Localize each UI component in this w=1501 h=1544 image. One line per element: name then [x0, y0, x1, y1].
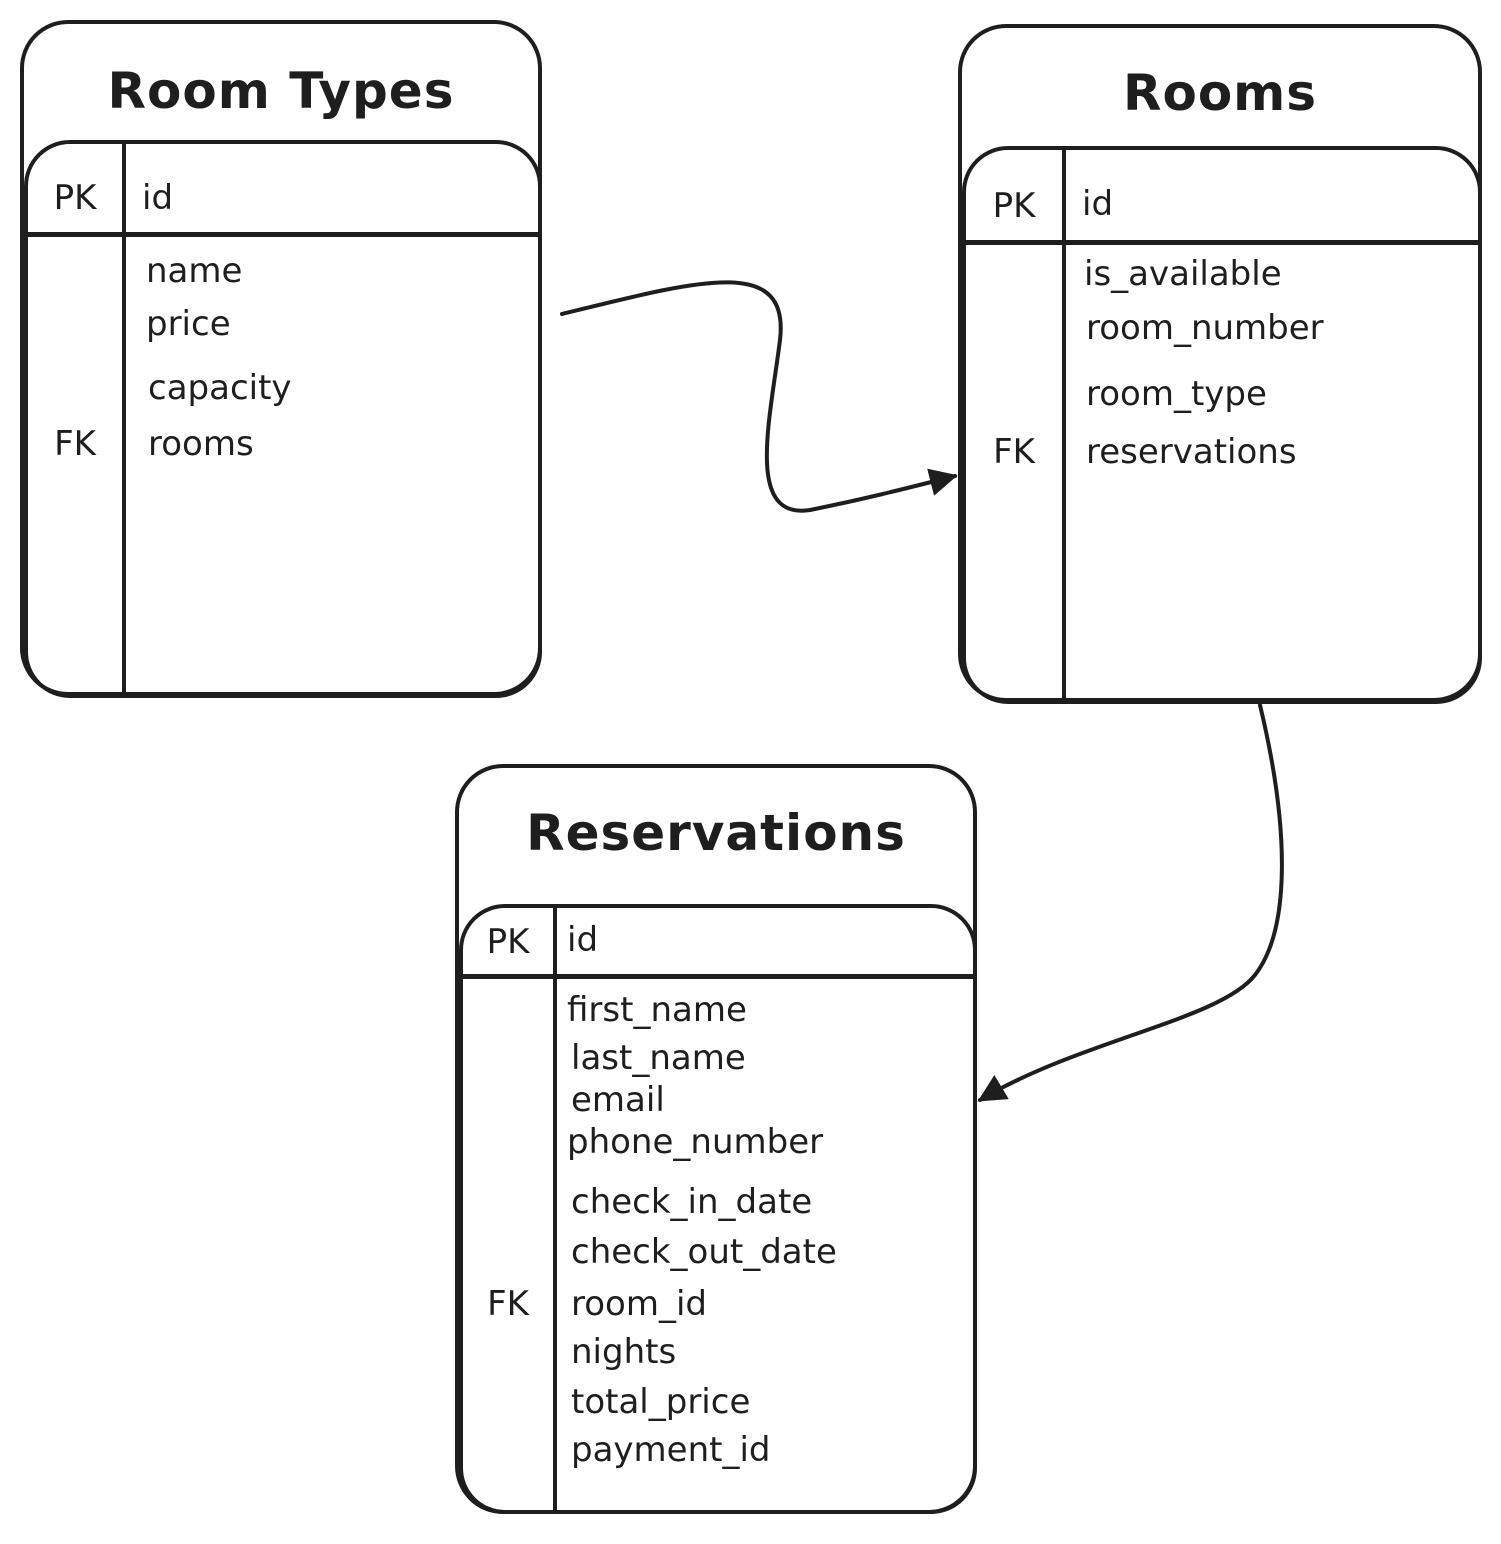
pk-separator	[463, 974, 973, 979]
pk-label: PK	[992, 186, 1036, 226]
table-columns-box: PK id first_name last_name email phone_n…	[459, 904, 977, 1514]
pk-field: id	[1082, 184, 1114, 224]
field-nights: nights	[571, 1332, 677, 1372]
pk-label: PK	[53, 178, 97, 218]
fk-label: FK	[993, 432, 1035, 472]
connector-rooms-to-reservations[interactable]	[977, 703, 1284, 1102]
field-check-in-date: check_in_date	[571, 1182, 813, 1222]
fk-label: FK	[54, 424, 96, 464]
pk-field: id	[567, 920, 599, 960]
table-rooms[interactable]: Rooms PK id is_available room_number roo…	[958, 24, 1482, 704]
field-check-out-date: check_out_date	[571, 1232, 837, 1272]
table-columns-box: PK id name price capacity FK rooms	[24, 140, 542, 698]
column-divider	[122, 144, 126, 694]
field-room-number: room_number	[1086, 308, 1324, 348]
table-room-types[interactable]: Room Types PK id name price capacity FK …	[20, 20, 542, 698]
field-capacity: capacity	[148, 368, 292, 408]
column-divider	[1062, 150, 1066, 700]
field-price: price	[146, 304, 231, 344]
table-title: Rooms	[1122, 64, 1318, 122]
fk-label: FK	[487, 1284, 529, 1324]
field-reservations: reservations	[1086, 432, 1297, 472]
table-title: Room Types	[107, 62, 455, 120]
field-email: email	[571, 1080, 665, 1120]
field-name: name	[146, 251, 243, 291]
field-first-name: first_name	[567, 990, 747, 1030]
column-divider	[553, 908, 557, 1510]
pk-separator	[966, 240, 1478, 245]
field-total-price: total_price	[571, 1382, 751, 1422]
field-rooms: rooms	[148, 424, 254, 464]
table-reservations[interactable]: Reservations PK id first_name last_name …	[455, 764, 977, 1514]
pk-field: id	[142, 178, 174, 218]
pk-separator	[28, 232, 538, 237]
field-phone-number: phone_number	[567, 1122, 824, 1162]
field-room-type: room_type	[1086, 374, 1267, 414]
connector-room-types-to-rooms[interactable]	[560, 280, 958, 513]
table-title: Reservations	[526, 804, 906, 862]
table-columns-box: PK id is_available room_number room_type…	[962, 146, 1482, 704]
field-room-id: room_id	[571, 1284, 707, 1324]
field-is-available: is_available	[1084, 254, 1282, 294]
pk-label: PK	[486, 922, 530, 962]
field-payment-id: payment_id	[571, 1430, 771, 1470]
field-last-name: last_name	[571, 1038, 746, 1078]
